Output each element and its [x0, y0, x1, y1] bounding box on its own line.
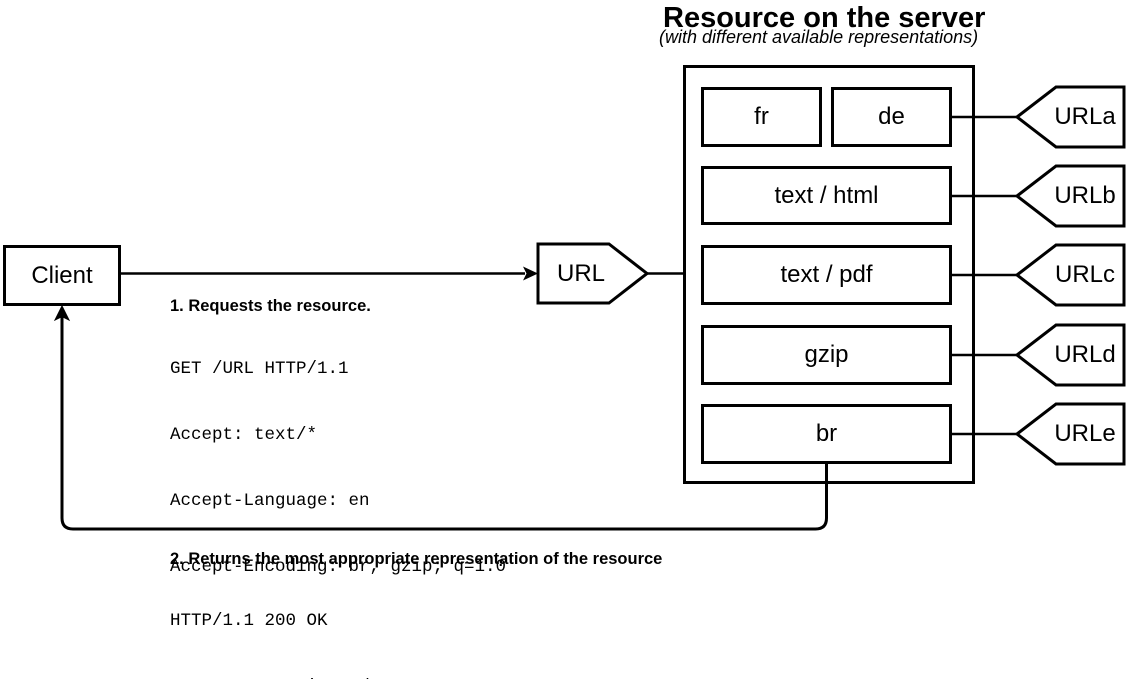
response-return-line [60, 309, 828, 531]
representation-box-gzip: gzip [701, 325, 952, 385]
url-tag-urla-label: URLa [1054, 103, 1116, 130]
url-node-shape [536, 242, 650, 305]
representation-label-de: de [878, 103, 905, 130]
url-tag-urlb-shape [1014, 164, 1126, 228]
representation-box-text-html: text / html [701, 166, 952, 225]
response-line: Content-Location: /URLe [170, 676, 412, 679]
step2-label: 2. Returns the most appropriate represen… [170, 550, 663, 568]
request-line: GET /URL HTTP/1.1 [170, 359, 349, 379]
representation-box-fr: fr [701, 87, 822, 147]
representation-label-text-html: text / html [774, 181, 879, 209]
representation-box-text-pdf: text / pdf [701, 245, 952, 305]
request-line: Accept-Language: en [170, 491, 370, 511]
url-tag-urlb-label: URLb [1054, 182, 1116, 209]
representation-label-fr: fr [754, 103, 769, 130]
representation-label-gzip: gzip [804, 341, 849, 368]
representation-box-br: br [701, 404, 952, 464]
request-code-block: GET /URL HTTP/1.1 Accept: text/* Accept-… [170, 314, 506, 622]
url-tag-urlc-label: URLc [1054, 261, 1115, 288]
request-line: Accept: text/* [170, 425, 318, 445]
step1-label: 1. Requests the resource. [170, 297, 371, 315]
url-tag-urld-shape [1014, 323, 1126, 387]
url-tag-urld-label: URLd [1054, 341, 1116, 368]
diagram-title: Resource on the server [663, 2, 986, 34]
representation-label-br: br [815, 420, 838, 447]
server-resource-box [683, 65, 975, 484]
response-arrowhead-icon [53, 304, 71, 322]
client-box: Client [3, 245, 121, 306]
url-tag-urlc-shape [1014, 243, 1126, 307]
request-line: Accept-Encoding: br, gzip; q=1.0 [170, 557, 507, 577]
url-tag-urla-shape [1014, 85, 1126, 149]
url-tag-urle-label: URLe [1054, 420, 1116, 447]
url-node-label: URL [556, 259, 605, 287]
client-label: Client [31, 261, 93, 289]
url-tag-urle-shape [1014, 402, 1126, 466]
request-arrowhead-icon [523, 266, 538, 281]
diagram-subtitle: (with different available representation… [659, 27, 979, 47]
response-line: HTTP/1.1 200 OK [170, 611, 328, 631]
representation-label-text-pdf: text / pdf [780, 261, 873, 288]
response-code-block: HTTP/1.1 200 OK Content-Location: /URLe … [170, 566, 412, 679]
representation-box-de: de [831, 87, 952, 147]
